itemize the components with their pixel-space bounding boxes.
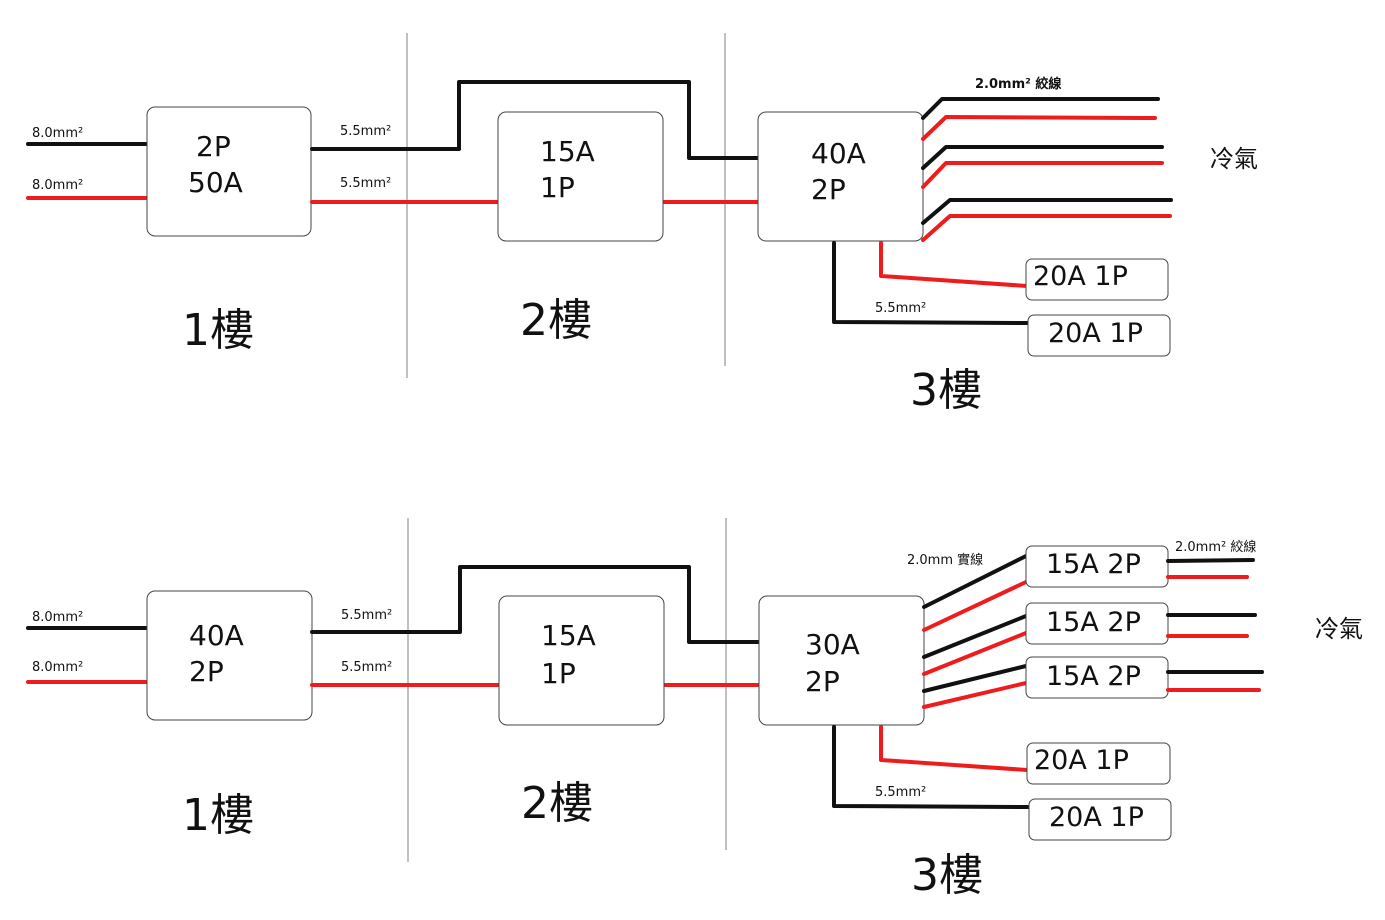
bottom-main-breaker-line2: 2P bbox=[189, 655, 224, 688]
bottom-ac-breaker-3 bbox=[1025, 656, 1169, 699]
top-branch-breaker-1 bbox=[1025, 258, 1169, 301]
top-main-breaker-line1: 2P bbox=[196, 130, 231, 163]
bottom-floor3-breaker-line2: 2P bbox=[805, 665, 840, 698]
bottom-floor2-breaker bbox=[498, 595, 665, 726]
top-wire-mid-1-label: 5.5mm² bbox=[340, 124, 391, 139]
top-ac-wire-3-black bbox=[921, 198, 1173, 225]
bottom-floor3-label: 3樓 bbox=[911, 850, 983, 901]
bottom-floor2-breaker-line1: 15A bbox=[541, 619, 596, 652]
bottom-ac-breaker-1-label: 15A 2P bbox=[1046, 549, 1141, 580]
bottom-solid-wire-label: 2.0mm 實線 bbox=[907, 552, 983, 568]
bottom-ac-breaker-1 bbox=[1025, 545, 1169, 588]
bottom-wire-in-1-label: 8.0mm² bbox=[32, 610, 83, 625]
top-wire-in-2-label: 8.0mm² bbox=[32, 178, 83, 193]
bottom-ac-feed-2-black bbox=[922, 614, 1028, 659]
bottom-ac-breaker-2 bbox=[1025, 602, 1169, 645]
top-ac-wire-2-black bbox=[921, 145, 1164, 170]
top-floor2-breaker-line2: 1P bbox=[540, 171, 575, 204]
bottom-ac-out-1-black bbox=[1166, 558, 1255, 563]
top-ac-wire-label: 2.0mm² 絞線 bbox=[975, 76, 1062, 92]
top-floor3-breaker-line1: 40A bbox=[811, 137, 866, 170]
bottom-diagram: 8.0mm² 8.0mm² 40A 2P 5.5mm² 5.5mm² 15A 1… bbox=[26, 518, 1363, 901]
top-floor3-breaker-line2: 2P bbox=[811, 173, 846, 206]
top-floor3-label: 3樓 bbox=[910, 365, 982, 416]
top-branch-wire-red bbox=[879, 241, 1029, 288]
top-branch-breaker-2-label: 20A 1P bbox=[1048, 318, 1143, 349]
bottom-floor1-label: 1樓 bbox=[182, 790, 254, 841]
bottom-ac-label: 冷氣 bbox=[1315, 615, 1363, 643]
bottom-branch-breaker-2-label: 20A 1P bbox=[1049, 802, 1144, 833]
top-feeder-black bbox=[310, 80, 760, 160]
top-floor3-breaker bbox=[757, 111, 924, 242]
bottom-feeder-black bbox=[310, 565, 761, 644]
top-floor2-breaker-line1: 15A bbox=[540, 135, 595, 168]
bottom-wire-mid-2-label: 5.5mm² bbox=[341, 660, 392, 675]
bottom-floor2-breaker-line2: 1P bbox=[541, 657, 576, 690]
bottom-ac-feed-1-black bbox=[922, 554, 1028, 609]
top-floor1-label: 1樓 bbox=[182, 305, 254, 356]
bottom-main-breaker-line1: 40A bbox=[189, 619, 244, 652]
top-branch-wire-black bbox=[832, 241, 1029, 325]
top-branch-wire-label: 5.5mm² bbox=[875, 301, 926, 316]
top-branch-breaker-1-label: 20A 1P bbox=[1033, 261, 1128, 292]
top-floor2-label: 2樓 bbox=[520, 295, 592, 346]
top-ac-label: 冷氣 bbox=[1210, 145, 1258, 173]
top-diagram: 8.0mm² 8.0mm² 2P 50A 5.5mm² 5.5mm² 15A 1… bbox=[26, 33, 1258, 416]
bottom-branch-breaker-1 bbox=[1026, 742, 1171, 785]
bottom-wire-in-2-label: 8.0mm² bbox=[32, 660, 83, 675]
top-wire-mid-2-label: 5.5mm² bbox=[340, 176, 391, 191]
bottom-floor3-breaker bbox=[758, 595, 925, 726]
bottom-main-breaker bbox=[146, 590, 313, 721]
bottom-branch-wire-black bbox=[832, 725, 1030, 809]
bottom-branch-breaker-1-label: 20A 1P bbox=[1034, 745, 1129, 776]
top-ac-wire-1-red bbox=[921, 115, 1157, 141]
top-main-breaker-line2: 50A bbox=[188, 166, 243, 199]
top-ac-wire-2-red bbox=[921, 161, 1164, 189]
bottom-ac-feed-1-red bbox=[922, 580, 1028, 632]
bottom-branch-wire-label: 5.5mm² bbox=[875, 785, 926, 800]
top-main-breaker bbox=[146, 106, 312, 237]
bottom-ac-feed-3-black bbox=[922, 664, 1028, 693]
bottom-branch-wire-red bbox=[879, 725, 1029, 772]
bottom-wire-mid-1-label: 5.5mm² bbox=[341, 608, 392, 623]
bottom-ac-breaker-2-label: 15A 2P bbox=[1046, 607, 1141, 638]
bottom-ac-feed-3-red bbox=[922, 681, 1028, 709]
top-ac-wire-1-black bbox=[921, 97, 1160, 120]
bottom-ac-feed-2-red bbox=[922, 631, 1028, 676]
top-floor2-breaker bbox=[497, 111, 664, 242]
bottom-floor2-label: 2樓 bbox=[521, 778, 593, 829]
top-ac-wire-3-red bbox=[921, 214, 1172, 242]
bottom-floor3-breaker-line1: 30A bbox=[805, 628, 860, 661]
bottom-branch-breaker-2 bbox=[1028, 798, 1172, 841]
bottom-ac-wire-label: 2.0mm² 絞線 bbox=[1175, 539, 1256, 555]
bottom-ac-breaker-3-label: 15A 2P bbox=[1046, 661, 1141, 692]
top-branch-breaker-2 bbox=[1027, 314, 1171, 357]
top-wire-in-1-label: 8.0mm² bbox=[32, 126, 83, 141]
